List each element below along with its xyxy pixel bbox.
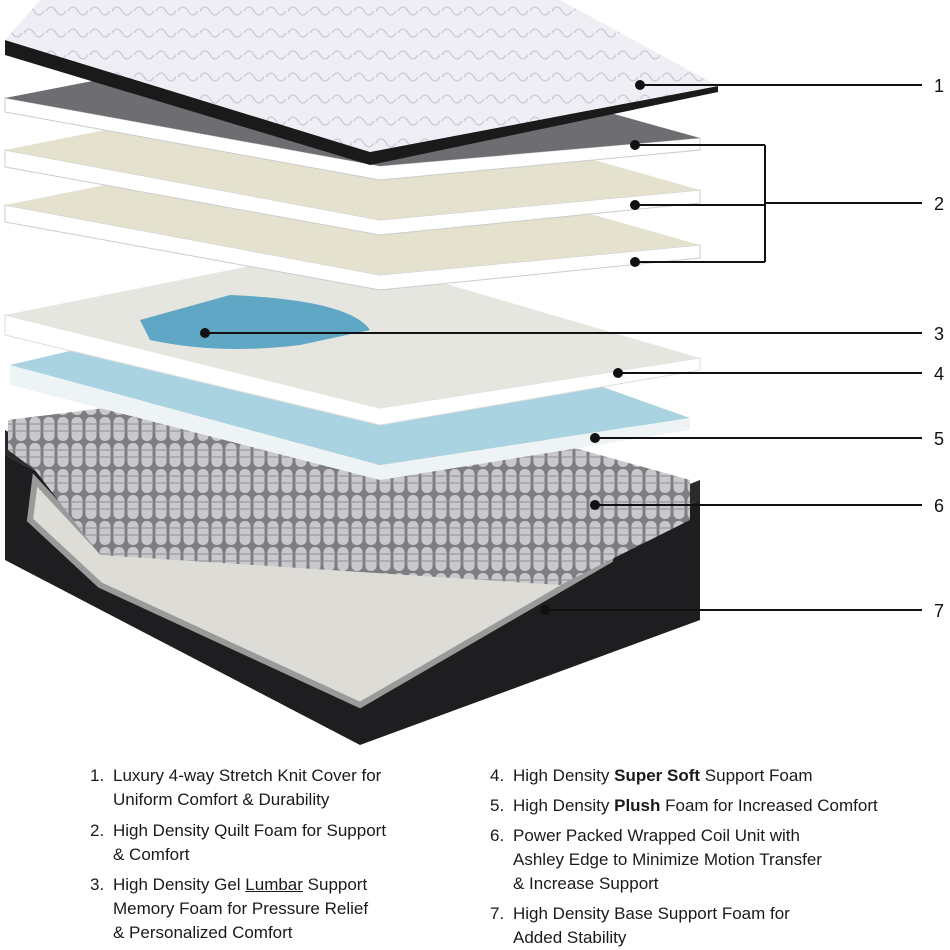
item-bold-text: Plush xyxy=(614,796,661,815)
gel-lumbar-layer xyxy=(140,295,370,349)
callout-5: 5 xyxy=(934,429,944,449)
item-text: Luxury 4-way Stretch Knit Cover for xyxy=(113,766,382,785)
item-text: Support Foam xyxy=(700,766,813,785)
callout-1: 1 xyxy=(934,76,944,96)
item-text: & Personalized Comfort xyxy=(113,923,293,942)
item-underlined-text: Lumbar xyxy=(245,875,303,894)
knit-cover-layer xyxy=(5,0,718,165)
callout-6: 6 xyxy=(934,496,944,516)
item-number: 2. xyxy=(90,821,105,840)
item-number: 4. xyxy=(490,766,505,785)
item-text: Added Stability xyxy=(513,928,627,947)
callout-2: 2 xyxy=(934,194,944,214)
item-text: Uniform Comfort & Durability xyxy=(113,790,330,809)
callout-3: 3 xyxy=(934,324,944,344)
callout-4: 4 xyxy=(934,364,944,384)
item-number: 5. xyxy=(490,796,505,815)
item-text: Memory Foam for Pressure Relief xyxy=(113,899,369,918)
item-text: & Increase Support xyxy=(513,874,659,893)
item-number: 1. xyxy=(90,766,105,785)
item-text: Ashley Edge to Minimize Motion Transfer xyxy=(513,850,822,869)
coil-unit-layer xyxy=(8,380,690,585)
item-text: Power Packed Wrapped Coil Unit with xyxy=(513,826,800,845)
callout-dots xyxy=(200,80,645,615)
item-number: 6. xyxy=(490,826,505,845)
item-text: High Density Gel xyxy=(113,875,246,894)
callout-lines xyxy=(205,84,922,611)
item-number: 3. xyxy=(90,875,105,894)
item-text: Foam for Increased Comfort xyxy=(660,796,878,815)
item-text: High Density Base Support Foam for xyxy=(513,904,790,923)
callout-7: 7 xyxy=(934,601,944,621)
item-number: 7. xyxy=(490,904,505,923)
item-bold-text: Super Soft xyxy=(614,766,701,785)
item-text: & Comfort xyxy=(113,845,190,864)
item-text: High Density xyxy=(513,766,615,785)
item-text: High Density Quilt Foam for Support xyxy=(113,821,387,840)
mattress-layers-diagram: 1 2 3 4 5 6 7 xyxy=(4,0,944,745)
item-text: High Density xyxy=(513,796,615,815)
item-text: Support xyxy=(302,875,368,894)
